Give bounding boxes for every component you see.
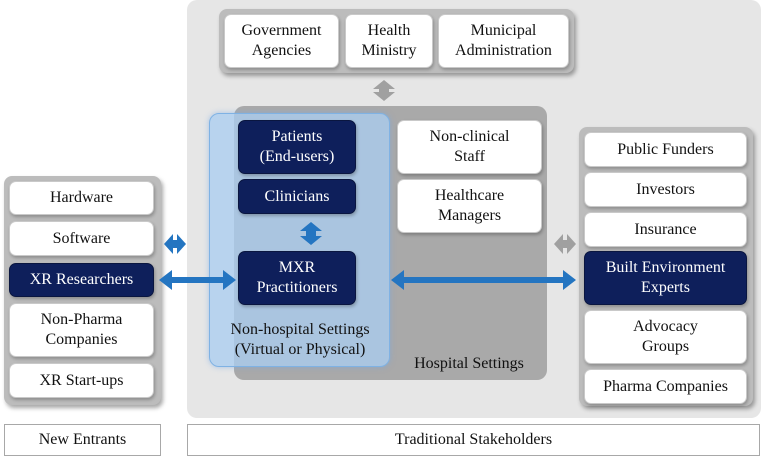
investors-box: Investors [584,172,747,207]
new-entrants-label: New Entrants [4,424,161,456]
government-agencies-box: Government Agencies [224,14,339,68]
clinicians-practitioners-arrow [300,222,322,245]
practitioners-experts-arrow [391,270,576,290]
gov-center-arrow [373,80,395,101]
clinicians-box: Clinicians [238,179,356,214]
non-clinical-staff-box: Non-clinical Staff [397,120,542,174]
xr-researchers-box: XR Researchers [9,263,154,297]
municipal-administration-box: Municipal Administration [438,14,569,68]
healthcare-managers-box: Healthcare Managers [397,179,542,233]
hardware-box: Hardware [9,181,154,215]
pharma-companies-box: Pharma Companies [584,369,747,404]
xr-startups-box: XR Start-ups [9,363,154,398]
advocacy-groups-box: Advocacy Groups [584,310,747,364]
built-environment-experts-box: Built Environment Experts [584,251,747,305]
hospital-settings-label: Hospital Settings [414,355,524,372]
non-hospital-settings-label: Non-hospital Settings (Virtual or Physic… [230,321,370,358]
software-box: Software [9,221,154,256]
insurance-box: Insurance [584,212,747,247]
health-ministry-box: Health Ministry [345,14,433,68]
public-funders-box: Public Funders [584,132,747,167]
traditional-stakeholders-label: Traditional Stakeholders [187,424,760,456]
patients-box: Patients (End-users) [238,120,356,174]
researchers-practitioners-arrow [159,270,236,290]
new-entrants-small-arrow [164,234,186,254]
non-pharma-companies-box: Non-Pharma Companies [9,303,154,357]
mxr-practitioners-box: MXR Practitioners [238,251,356,305]
funders-small-arrow [554,234,576,254]
